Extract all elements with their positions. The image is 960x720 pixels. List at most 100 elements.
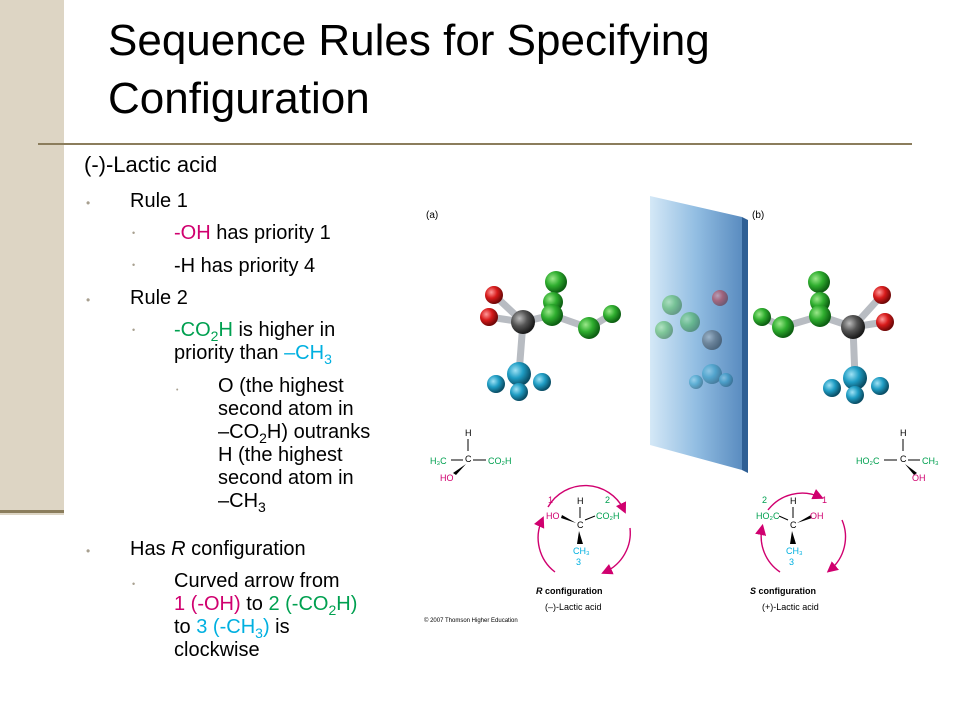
title-line-1: Sequence Rules for Specifying bbox=[108, 16, 710, 65]
sidebar-accent bbox=[0, 0, 64, 515]
o-line-3-sub: 2 bbox=[259, 429, 267, 446]
o-outranks-item: O (the highest second atom in –CO2H) out… bbox=[218, 375, 448, 515]
curved-ch3-sub: 3 bbox=[255, 624, 263, 641]
left-h: H bbox=[465, 428, 472, 438]
has-r-config: Has R configuration bbox=[130, 538, 306, 561]
title-underline bbox=[38, 143, 912, 145]
num-2: 2 bbox=[268, 593, 280, 615]
bullet-icon: • bbox=[176, 387, 179, 394]
mirror-reflection bbox=[655, 290, 733, 389]
bullet-icon: • bbox=[86, 196, 91, 210]
r-arrow-right bbox=[601, 527, 631, 575]
s-num-3: 3 bbox=[789, 557, 794, 567]
lactic-acid-figure: (a) (b) bbox=[424, 196, 939, 624]
curved-line-3: to 3 (-CH3) is bbox=[174, 616, 434, 641]
s-oh: OH bbox=[810, 511, 824, 521]
s-num-1: 1 bbox=[822, 495, 827, 505]
r-c: C bbox=[577, 520, 584, 530]
r-config-i: R bbox=[536, 586, 543, 596]
right-molecule-atoms bbox=[753, 271, 894, 404]
left-h3c: H₃C bbox=[430, 456, 447, 466]
o-line-1: O (the highest bbox=[218, 375, 344, 397]
curved-clockwise: clockwise bbox=[174, 639, 260, 661]
right-h: H bbox=[900, 428, 907, 438]
curved-to-2: to bbox=[174, 616, 197, 638]
num-1: 1 bbox=[174, 593, 186, 615]
mirror-plane bbox=[650, 196, 742, 470]
title-line-2: Configuration bbox=[108, 74, 370, 123]
o-line-2: second atom in bbox=[218, 398, 354, 420]
bullet-icon: • bbox=[132, 260, 136, 270]
curved-co2h: (-CO bbox=[279, 593, 329, 615]
s-config-diagram: 2 1 H C HO₂C OH CH₃ 3 S configuration (+… bbox=[750, 489, 847, 612]
r-config-label: R configuration bbox=[536, 586, 603, 596]
s-arrow-right bbox=[826, 519, 847, 573]
o-line-3b: H) outranks bbox=[266, 421, 371, 443]
s-config-i: S bbox=[750, 586, 756, 596]
rule1-label: Rule 1 bbox=[130, 190, 188, 212]
r-co2h: CO₂H bbox=[596, 511, 620, 521]
o-line-3: –CO2H) outranks bbox=[218, 421, 448, 446]
r-num-3: 3 bbox=[576, 557, 581, 567]
curved-line-2: 1 (-OH) to 2 (-CO2H) bbox=[174, 593, 434, 618]
left-structure: H C H₃C CO₂H HO bbox=[430, 428, 512, 483]
bullet-icon: • bbox=[132, 579, 136, 589]
s-ch3: CH₃ bbox=[786, 546, 803, 556]
copyright-text: © 2007 Thomson Higher Education bbox=[424, 617, 518, 624]
slide-title: Sequence Rules for Specifying Configurat… bbox=[108, 12, 928, 128]
s-c: C bbox=[790, 520, 797, 530]
curved-ch3-end: ) bbox=[262, 616, 270, 638]
left-co2h: CO₂H bbox=[488, 456, 512, 466]
bullet-icon: • bbox=[132, 228, 136, 238]
h-priority-item: -H has priority 4 bbox=[174, 255, 316, 277]
right-c: C bbox=[900, 454, 907, 464]
r-h: H bbox=[577, 496, 584, 506]
rule2-label: Rule 2 bbox=[130, 287, 188, 309]
curved-to: to bbox=[240, 593, 269, 615]
s-arrow-top bbox=[767, 489, 824, 511]
r-num-2: 2 bbox=[605, 495, 610, 505]
bullet-icon: • bbox=[132, 325, 136, 335]
heading-lactic-acid: (-)-Lactic acid bbox=[84, 152, 218, 177]
r-num-1: 1 bbox=[548, 495, 553, 505]
curved-co2h-sub: 2 bbox=[328, 601, 337, 618]
s-ho2c: HO₂C bbox=[756, 511, 780, 521]
ch3-text: –CH bbox=[284, 342, 325, 364]
s-config-text: configuration bbox=[756, 586, 816, 596]
r-config-diagram: 1 2 H C HO CO₂H CH₃ 3 R configuration (–… bbox=[534, 484, 631, 612]
o-line-6-sub: 3 bbox=[258, 498, 266, 515]
left-ho: HO bbox=[440, 473, 454, 483]
o-line-6: –CH3 bbox=[218, 490, 448, 515]
right-ho2c: HO₂C bbox=[856, 456, 880, 466]
priority-than-text: priority than bbox=[174, 342, 285, 364]
co2h-rest: is higher in bbox=[232, 319, 336, 341]
has-r-text: Has bbox=[130, 538, 172, 560]
co2h-subscript: 2 bbox=[210, 327, 219, 344]
curved-co2h-end: H) bbox=[336, 593, 358, 615]
left-c: C bbox=[465, 454, 472, 464]
co2h-text: -CO bbox=[174, 319, 211, 341]
r-italic: R bbox=[171, 538, 186, 560]
curved-arrow-item: Curved arrow from 1 (-OH) to 2 (-CO2H) t… bbox=[174, 570, 434, 662]
label-b: (b) bbox=[752, 210, 764, 221]
o-line-4: H (the highest bbox=[218, 444, 343, 466]
r-ch3: CH₃ bbox=[573, 546, 590, 556]
o-line-3a: –CO bbox=[218, 421, 260, 443]
bullet-icon: • bbox=[86, 544, 91, 558]
r-ho: HO bbox=[546, 511, 560, 521]
oh-group: -OH bbox=[174, 222, 211, 244]
r-arrow-left bbox=[534, 516, 556, 573]
bullet-icon: • bbox=[86, 293, 91, 307]
mirror-edge bbox=[742, 217, 748, 473]
s-config-label: S configuration bbox=[750, 586, 816, 596]
curved-line-1: Curved arrow from bbox=[174, 570, 340, 592]
oh-priority-item: -OH has priority 1 bbox=[174, 222, 414, 245]
num-3: 3 bbox=[196, 616, 208, 638]
s-name: (+)-Lactic acid bbox=[762, 602, 819, 612]
curved-oh: (-OH) bbox=[185, 593, 241, 615]
s-h: H bbox=[790, 496, 797, 506]
right-structure: H C HO₂C CH₃ OH bbox=[856, 428, 939, 483]
s-arrow-left bbox=[755, 523, 781, 573]
curved-is: is bbox=[269, 616, 290, 638]
